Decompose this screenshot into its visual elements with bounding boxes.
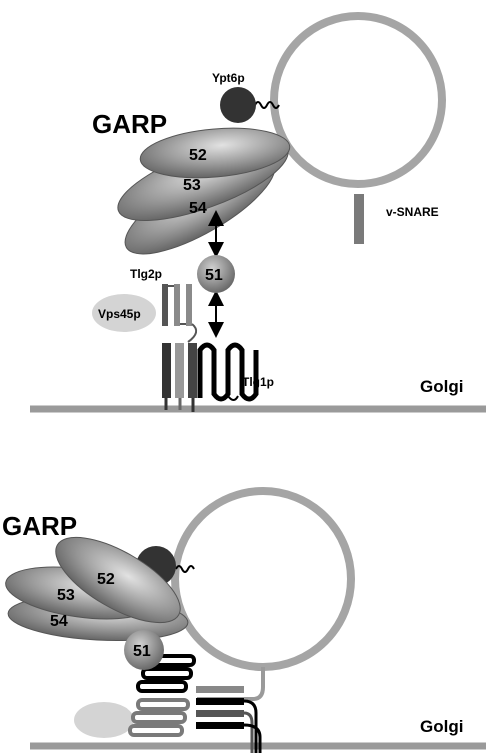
- sm-protein-bottom: [74, 702, 134, 738]
- coiled-bundle-upper: [136, 654, 196, 693]
- ypt6p-tether: [254, 101, 280, 109]
- vesicle-top: [270, 12, 446, 188]
- subunit-54-label-bottom: 54: [50, 613, 68, 630]
- vps45p-label: Vps45p: [98, 307, 141, 321]
- tlg2p-folded: [162, 284, 198, 343]
- bottom-panel: Golgi: [2, 487, 486, 753]
- vesicle-bottom: [171, 487, 355, 671]
- subunit-53-label-top: 53: [183, 177, 201, 194]
- subunit-52-oval-bottom: [55, 536, 181, 624]
- subunit-52-label-top: 52: [189, 147, 207, 164]
- garp-label-top: GARP: [92, 109, 167, 139]
- subunit-53-label-bottom: 53: [57, 587, 75, 604]
- ypt6p-rab: [220, 87, 256, 123]
- v-snare: [354, 194, 364, 244]
- vps45p-sm-protein: [92, 294, 156, 332]
- t-snare-bundle: [162, 343, 197, 412]
- subunit-51-label-top: 51: [205, 267, 223, 284]
- golgi-label-bottom: Golgi: [420, 717, 463, 736]
- subunit-52-oval-top: [139, 127, 291, 179]
- top-panel: Golgi v-SNARE Ypt6p GARP 52 53 54 51: [30, 12, 486, 413]
- snare-complex-bottom: [196, 686, 262, 753]
- v-snare-label: v-SNARE: [386, 205, 439, 219]
- tlg1p-folded: [197, 342, 259, 402]
- garp-label-bottom: GARP: [2, 511, 77, 541]
- subunit-54-label-top: 54: [189, 200, 207, 217]
- tlg1p-label: Tlg1p: [242, 375, 274, 389]
- subunit-51-bottom: [124, 630, 164, 670]
- rab-tether-bottom: [175, 565, 195, 573]
- coiled-bundle-lower: [128, 698, 190, 737]
- v-snare-bottom: [197, 667, 265, 701]
- subunit-52-label-bottom: 52: [97, 571, 115, 588]
- ypt6p-label: Ypt6p: [212, 71, 245, 85]
- subunit-51-label-bottom: 51: [133, 643, 151, 660]
- subunit-51-top: [197, 255, 235, 293]
- golgi-label-top: Golgi: [420, 377, 463, 396]
- tlg2p-label: Tlg2p: [130, 267, 162, 281]
